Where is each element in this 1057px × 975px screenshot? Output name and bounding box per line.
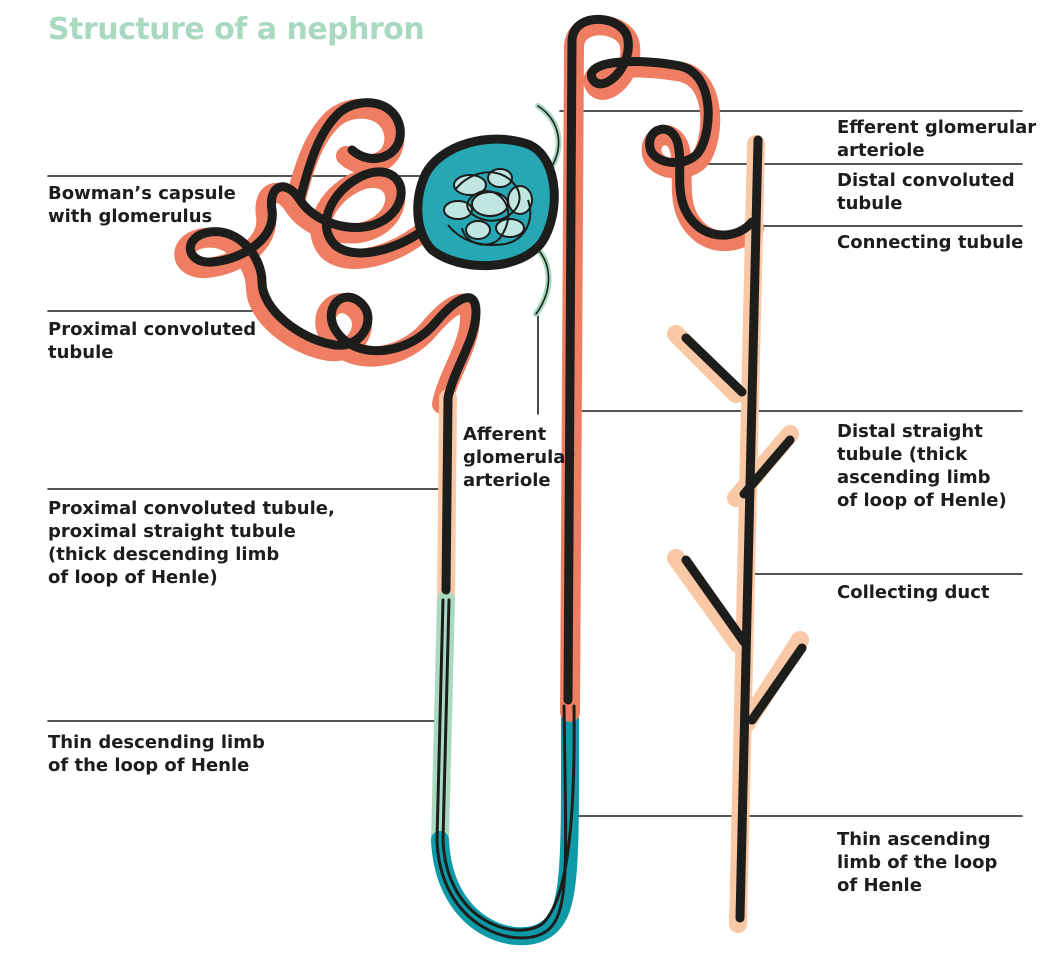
label-thin-ascending-limb: Thin ascending limb of the loop of Henle (837, 829, 998, 896)
label-distal-straight-tubule: Distal straight tubule (thick ascending … (837, 421, 1007, 511)
thin-descending-limb (431, 591, 455, 849)
thin-loop-outline (435, 598, 576, 940)
label-thin-descending-limb: Thin descending limb of the loop of Henl… (48, 732, 265, 776)
label-collecting-duct: Collecting duct (837, 582, 990, 603)
leader-lines (47, 110, 1023, 817)
label-connecting-tubule: Connecting tubule (837, 232, 1024, 253)
diagram-title: Structure of a nephron (48, 12, 425, 47)
label-bowmans-capsule: Bowman’s capsule with glomerulus (48, 183, 236, 227)
label-efferent-arteriole: Efferent glomerular arteriole (837, 117, 1037, 161)
label-afferent-arteriole: Afferent glomerular arteriole (463, 424, 575, 491)
thin-ascending-limb (431, 697, 580, 946)
label-proximal-convoluted-tubule: Proximal convoluted tubule (48, 319, 257, 363)
label-distal-convoluted-tubule: Distal convoluted tubule (837, 170, 1015, 214)
label-proximal-straight-tubule: Proximal convoluted tubule, proximal str… (48, 498, 335, 588)
bowmans-capsule (413, 134, 559, 270)
collecting-duct-halo (667, 135, 809, 933)
glomerulus (443, 168, 533, 246)
tubule-outline (185, 14, 807, 923)
